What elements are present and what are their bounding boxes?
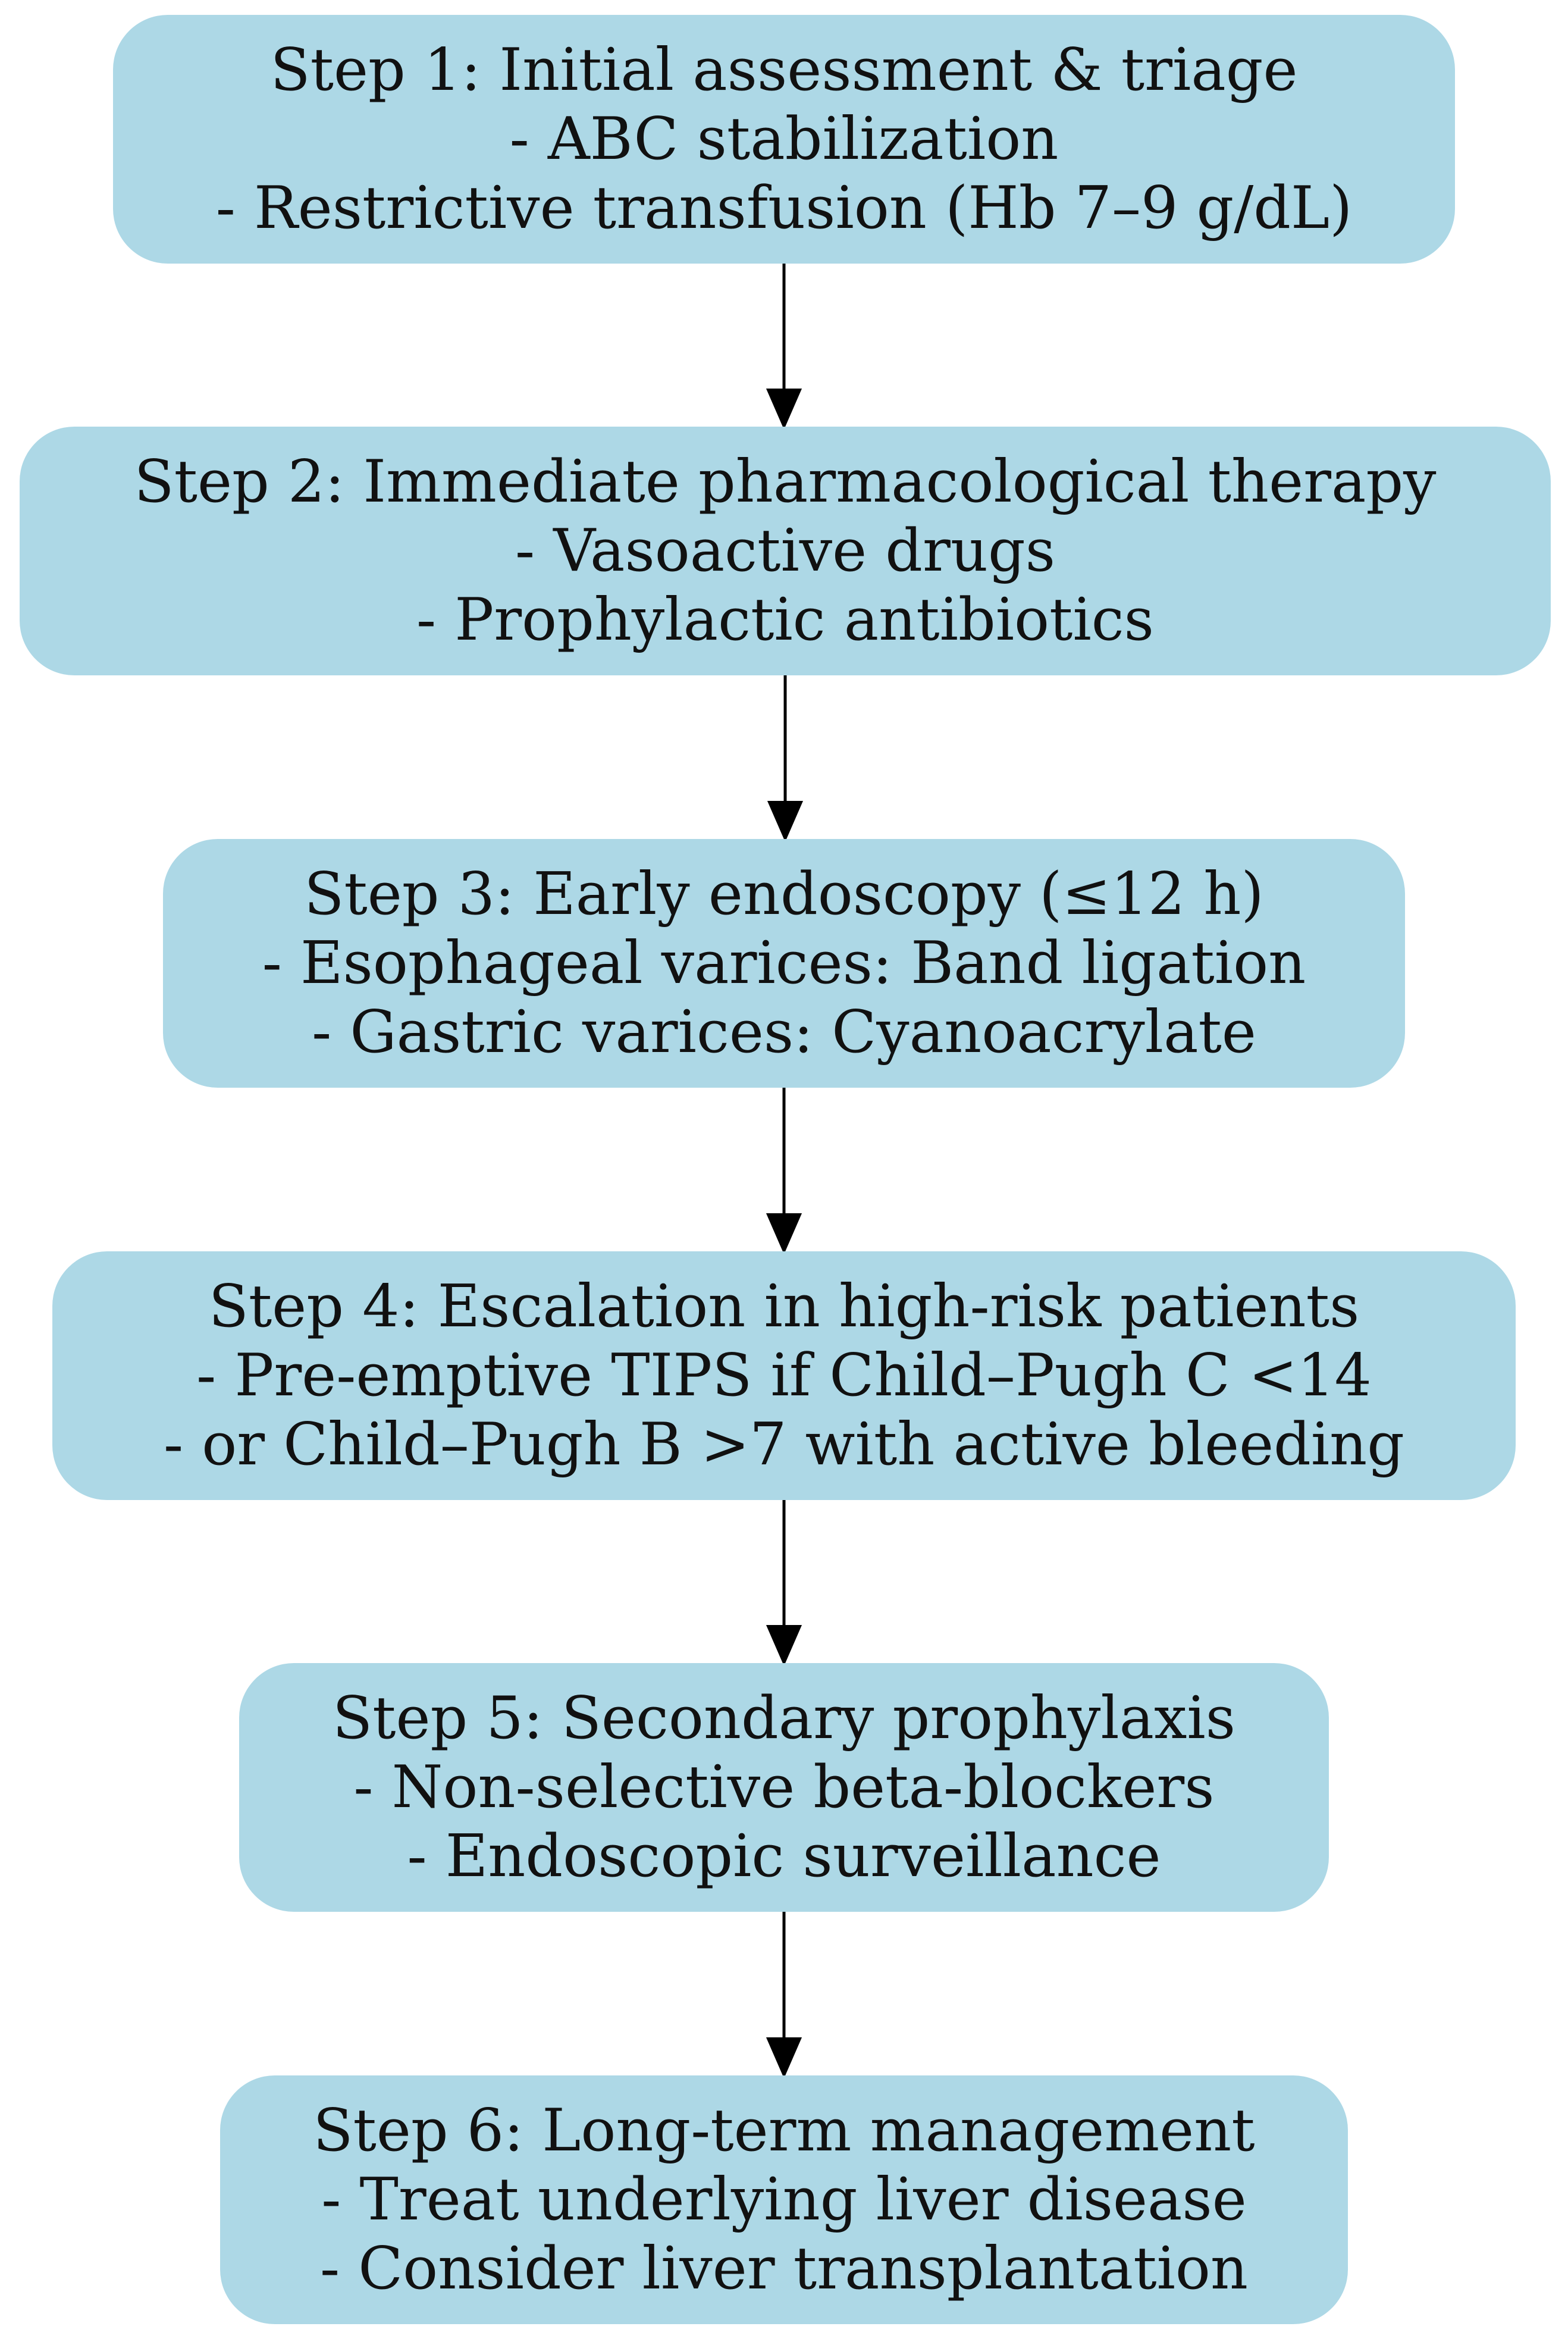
step-3-node: Step 3: Early endoscopy (≤12 h) - Esopha… xyxy=(163,839,1405,1088)
step-1-line-1: - ABC stabilization xyxy=(509,105,1059,173)
step-4-node: Step 4: Escalation in high-risk patients… xyxy=(52,1251,1516,1500)
step-6-line-2: - Consider liver transplantation xyxy=(319,2235,1249,2303)
step-5-line-1: - Non-selective beta-blockers xyxy=(353,1754,1215,1821)
step-6-node: Step 6: Long-term management - Treat und… xyxy=(220,2075,1348,2324)
step-2-title: Step 2: Immediate pharmacological therap… xyxy=(134,448,1437,516)
arrowhead-icon xyxy=(766,389,802,430)
step-5-node: Step 5: Secondary prophylaxis - Non-sele… xyxy=(239,1663,1329,1912)
step-3-line-1: - Esophageal varices: Band ligation xyxy=(262,929,1306,997)
step-1-node: Step 1: Initial assessment & triage - AB… xyxy=(113,15,1455,264)
step-3-title: Step 3: Early endoscopy (≤12 h) xyxy=(304,860,1264,928)
step-6-title: Step 6: Long-term management xyxy=(313,2097,1255,2165)
step-4-line-2: - or Child–Pugh B >7 with active bleedin… xyxy=(163,1411,1405,1479)
step-4-line-1: - Pre-emptive TIPS if Child–Pugh C <14 xyxy=(196,1342,1372,1410)
step-5-title: Step 5: Secondary prophylaxis xyxy=(332,1685,1236,1752)
step-1-line-2: - Restrictive transfusion (Hb 7–9 g/dL) xyxy=(215,174,1353,242)
step-2-node: Step 2: Immediate pharmacological therap… xyxy=(20,427,1551,675)
step-1-title: Step 1: Initial assessment & triage xyxy=(270,36,1298,104)
arrowhead-icon xyxy=(766,2037,802,2079)
step-2-line-2: - Prophylactic antibiotics xyxy=(416,586,1154,654)
arrowhead-icon xyxy=(767,801,804,843)
step-3-line-2: - Gastric varices: Cyanoacrylate xyxy=(312,998,1256,1066)
step-2-line-1: - Vasoactive drugs xyxy=(515,517,1056,585)
arrowhead-icon xyxy=(766,1213,802,1255)
arrowhead-icon xyxy=(766,1625,802,1667)
step-4-title: Step 4: Escalation in high-risk patients xyxy=(208,1273,1360,1341)
step-6-line-1: - Treat underlying liver disease xyxy=(321,2166,1247,2234)
step-5-line-2: - Endoscopic surveillance xyxy=(407,1823,1161,1890)
